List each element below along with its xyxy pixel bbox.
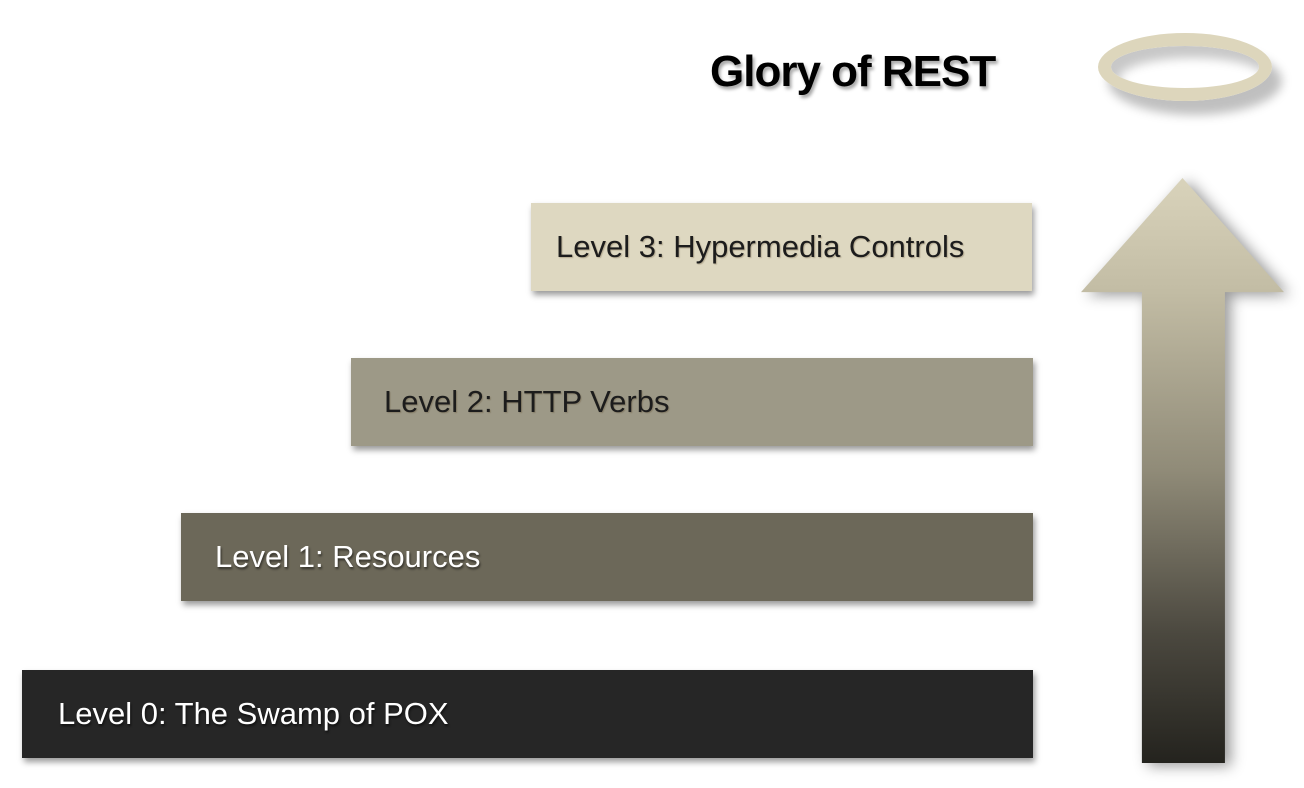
level-3-label: Level 3: Hypermedia Controls <box>556 229 965 264</box>
level-0-label: Level 0: The Swamp of POX <box>58 696 449 731</box>
up-arrow-shape <box>1081 178 1284 763</box>
level-0-bar: Level 0: The Swamp of POX <box>22 670 1033 758</box>
level-2-label: Level 2: HTTP Verbs <box>384 384 670 419</box>
level-1-label: Level 1: Resources <box>215 539 481 574</box>
diagram-title: Glory of REST <box>710 47 996 96</box>
level-1-bar: Level 1: Resources <box>181 513 1033 601</box>
halo-icon <box>1098 33 1272 101</box>
level-2-bar: Level 2: HTTP Verbs <box>351 358 1033 446</box>
level-3-bar: Level 3: Hypermedia Controls <box>531 203 1032 291</box>
up-arrow-icon <box>1081 178 1284 763</box>
